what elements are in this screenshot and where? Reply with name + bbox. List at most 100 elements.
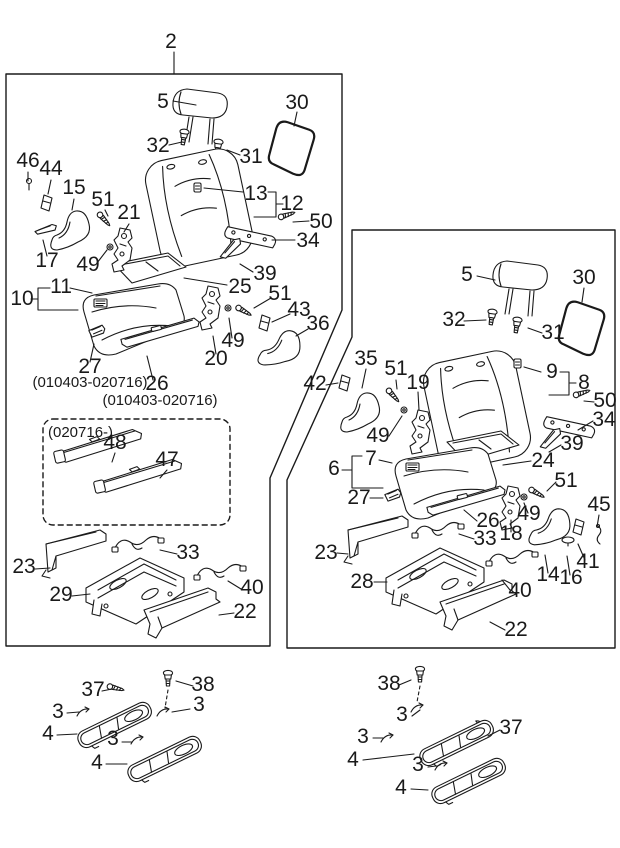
callout-45: 45 xyxy=(587,493,610,516)
callout-37-right: 37 xyxy=(499,716,522,739)
bolt-part xyxy=(414,665,426,683)
clip-part xyxy=(513,358,522,369)
callout-22-right: 22 xyxy=(504,618,527,641)
callout-39-left: 39 xyxy=(253,262,276,285)
bracket-part xyxy=(258,314,271,332)
callout-24: 24 xyxy=(531,449,555,472)
callout-37-left: 37 xyxy=(81,678,104,701)
callout-51-right-b: 51 xyxy=(554,469,577,492)
callout-33-right: 33 xyxy=(473,527,496,550)
callout-40-right: 40 xyxy=(508,579,531,602)
bracket-part xyxy=(572,518,585,536)
callout-17: 17 xyxy=(35,249,58,272)
headrest-guide-part xyxy=(510,316,523,334)
bracket-part xyxy=(40,194,53,212)
callout-labels: 2 5 30 32 31 13 12 50 34 39 25 46 44 15 … xyxy=(10,30,616,799)
side-panel-part xyxy=(41,529,107,579)
callout-4-left-a: 4 xyxy=(42,722,54,745)
headrest-part xyxy=(492,260,548,317)
callout-26-right: 26 xyxy=(476,509,499,532)
callout-33-left: 33 xyxy=(176,541,199,564)
clip-part xyxy=(193,182,202,193)
washer-part xyxy=(400,406,408,414)
callout-29: 29 xyxy=(49,583,72,606)
callout-42: 42 xyxy=(303,372,326,395)
leader-lines xyxy=(28,52,599,790)
callout-51-left-b: 51 xyxy=(268,282,291,305)
callout-43: 43 xyxy=(287,298,310,321)
callout-11: 11 xyxy=(50,275,72,298)
wiring-part xyxy=(111,535,165,553)
callout-30-right: 30 xyxy=(572,266,595,289)
callout-36: 36 xyxy=(306,312,329,335)
washer-part xyxy=(106,243,114,251)
callout-23-right: 23 xyxy=(314,541,337,564)
callout-8: 8 xyxy=(578,371,590,394)
callout-14: 14 xyxy=(536,563,560,586)
callout-3-left-c: 3 xyxy=(107,727,119,750)
callout-27-right: 27 xyxy=(347,486,370,509)
callout-7: 7 xyxy=(365,447,377,470)
recliner-part xyxy=(409,409,431,455)
callout-34-right: 34 xyxy=(592,408,616,431)
left-assembly-outline xyxy=(6,74,342,646)
seatback-pad-part xyxy=(556,299,607,358)
wiring-part xyxy=(193,563,247,581)
callout-51-right-a: 51 xyxy=(384,357,407,380)
callout-3-right-c: 3 xyxy=(412,753,424,776)
callout-49-right-b: 49 xyxy=(517,502,540,525)
bottom-left-cover-parts xyxy=(74,669,207,788)
screw-part xyxy=(384,386,402,405)
callout-49-left-b: 49 xyxy=(221,329,244,352)
side-cover-part xyxy=(256,324,304,373)
callout-23-left: 23 xyxy=(12,555,35,578)
callout-34-left: 34 xyxy=(296,229,320,252)
callout-16: 16 xyxy=(559,566,582,589)
screw-part xyxy=(95,210,113,229)
callout-48: 48 xyxy=(103,431,126,454)
callout-31-right: 31 xyxy=(541,321,564,344)
callout-49-right-a: 49 xyxy=(366,424,389,447)
recliner-part xyxy=(199,285,221,331)
callout-4-right-a: 4 xyxy=(347,748,359,771)
callout-50-right: 50 xyxy=(593,389,616,412)
washer-part xyxy=(224,304,232,312)
callout-27-left: 27 xyxy=(78,355,101,378)
rail-bar-part xyxy=(33,223,58,236)
seatback-pad-part xyxy=(266,119,317,178)
caption-range-a: (010403-020716) xyxy=(32,374,147,391)
callout-41: 41 xyxy=(576,550,599,573)
right-assembly-outline xyxy=(287,230,615,648)
callout-32-left: 32 xyxy=(146,134,169,157)
callout-51-left-a: 51 xyxy=(91,188,114,211)
callout-25-left: 25 xyxy=(228,275,251,298)
callout-38-left: 38 xyxy=(191,673,214,696)
callout-18: 18 xyxy=(499,522,522,545)
callout-35: 35 xyxy=(354,347,377,370)
callout-12-left: 12 xyxy=(280,192,303,215)
side-cover-part xyxy=(50,210,91,251)
side-panel-part xyxy=(343,515,409,565)
callout-3-left-b: 3 xyxy=(52,700,64,723)
clip-part xyxy=(156,706,170,717)
callout-28: 28 xyxy=(350,570,373,593)
callout-38-right: 38 xyxy=(377,672,400,695)
bolt-part xyxy=(162,669,174,687)
bracket-part xyxy=(338,374,351,392)
screw-part xyxy=(527,485,547,501)
callout-46: 46 xyxy=(16,149,39,172)
callout-39-right: 39 xyxy=(560,432,583,455)
callout-49-left-a: 49 xyxy=(76,253,99,276)
callout-19: 19 xyxy=(406,371,429,394)
clip-part xyxy=(410,702,424,713)
callout-26-left: 26 xyxy=(145,372,168,395)
right-seat-parts xyxy=(338,260,607,631)
callout-13-left: 13 xyxy=(244,182,267,205)
caption-range-b: (010403-020716) xyxy=(102,392,217,409)
screw-part xyxy=(105,682,126,694)
production-range-captions: (010403-020716) (010403-020716) (020716-… xyxy=(32,374,217,441)
callout-32-right: 32 xyxy=(442,308,465,331)
rail-cover-part xyxy=(124,733,207,788)
